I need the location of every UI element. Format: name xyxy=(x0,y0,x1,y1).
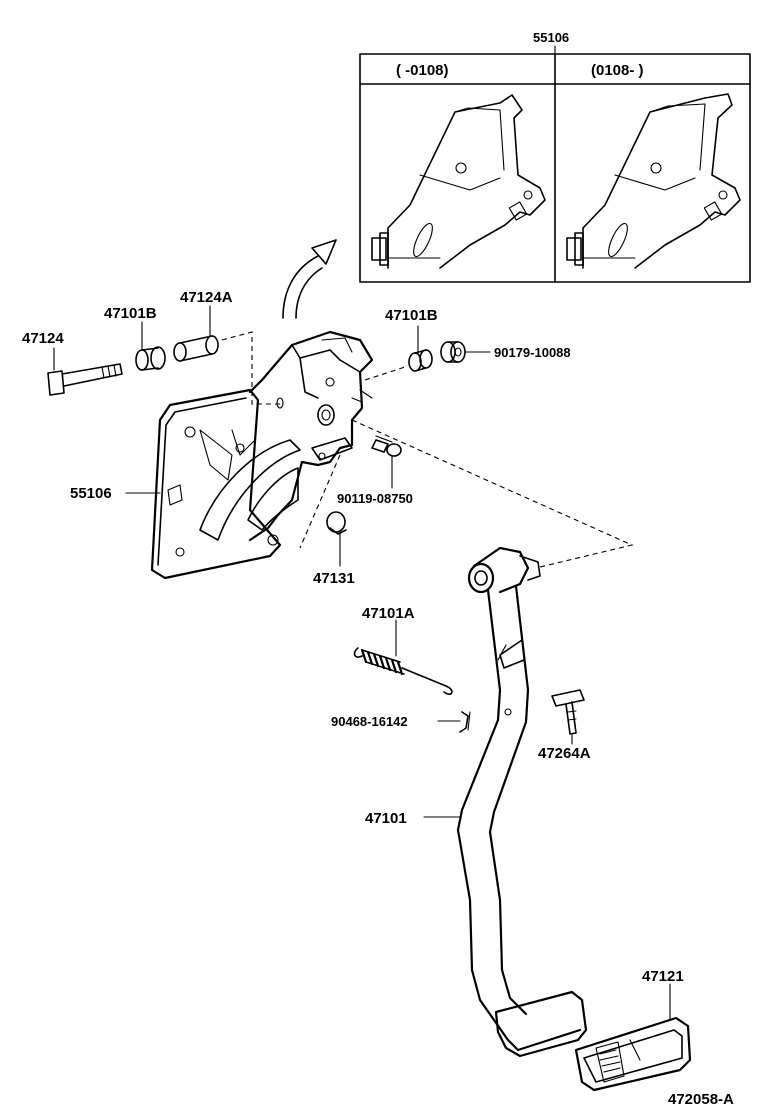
label-55106: 55106 xyxy=(70,485,112,502)
label-47131: 47131 xyxy=(313,570,355,587)
inset-panel: 55106 ( -0108) (0108- ) xyxy=(359,30,751,283)
bolt-90119-08750 xyxy=(371,435,402,457)
label-47101B-left: 47101B xyxy=(104,305,157,322)
label-90119-08750: 90119-08750 xyxy=(337,491,413,506)
label-47101B-right: 47101B xyxy=(385,307,438,324)
bushing-47101B-left xyxy=(135,346,166,371)
inset-left-header: ( -0108) xyxy=(396,62,449,79)
bolt-47124 xyxy=(47,363,123,396)
stopper-47131 xyxy=(326,511,347,535)
collar-47124A xyxy=(173,335,219,362)
inset-title: 55106 xyxy=(533,30,569,45)
bracket-55106 xyxy=(150,330,374,580)
bushing-47101B-right xyxy=(408,349,433,372)
label-90179-10088: 90179-10088 xyxy=(494,345,571,360)
pedal-arm-47101 xyxy=(456,546,588,1058)
label-47124: 47124 xyxy=(22,330,64,347)
label-47101A: 47101A xyxy=(362,605,415,622)
return-spring-47101A xyxy=(353,647,453,695)
curved-arrow-icon xyxy=(282,239,337,319)
label-47101: 47101 xyxy=(365,810,407,827)
clip-90468-16142 xyxy=(459,711,471,733)
label-47121: 47121 xyxy=(642,968,684,985)
nut-90179-10088 xyxy=(440,341,466,363)
inset-right-bracket xyxy=(566,93,741,269)
part-labels: 47124 47101B 47124A 47101B 90179-10088 5… xyxy=(22,289,734,1108)
inset-left-bracket xyxy=(371,94,546,269)
bolt-47264A xyxy=(551,689,585,735)
label-47124A: 47124A xyxy=(180,289,233,306)
label-90468-16142: 90468-16142 xyxy=(331,714,408,729)
label-47264A: 47264A xyxy=(538,745,591,762)
leader-lines xyxy=(53,305,671,1021)
figure-id: 472058-A xyxy=(668,1091,734,1108)
pedal-pad-47121 xyxy=(574,1016,692,1092)
inset-right-header: (0108- ) xyxy=(591,62,644,79)
